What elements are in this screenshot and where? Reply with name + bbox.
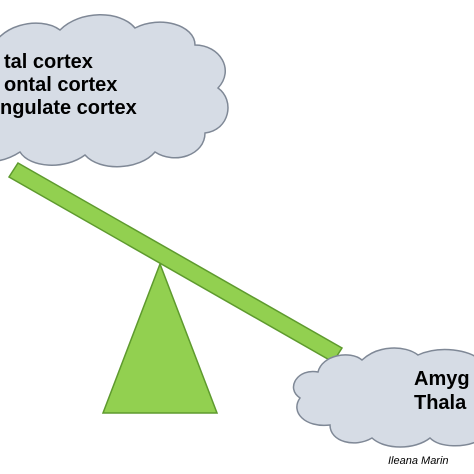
bottom-cloud-line-1: Amyg <box>414 368 470 390</box>
author-credit: Ileana Marin <box>388 455 449 467</box>
bottom-cloud-label: Amyg Thala <box>414 367 470 415</box>
top-cloud-line-1: tal cortex <box>4 51 93 73</box>
top-cloud-line-3: ngulate cortex <box>0 97 137 119</box>
bottom-cloud-line-2: Thala <box>414 392 467 414</box>
top-cloud-line-2: ontal cortex <box>4 74 118 96</box>
fulcrum-triangle <box>101 261 219 414</box>
bottom-cloud <box>292 347 474 448</box>
top-cloud-label: tal cortex ontal cortex ngulate cortex <box>0 51 137 120</box>
top-cloud <box>0 14 229 168</box>
